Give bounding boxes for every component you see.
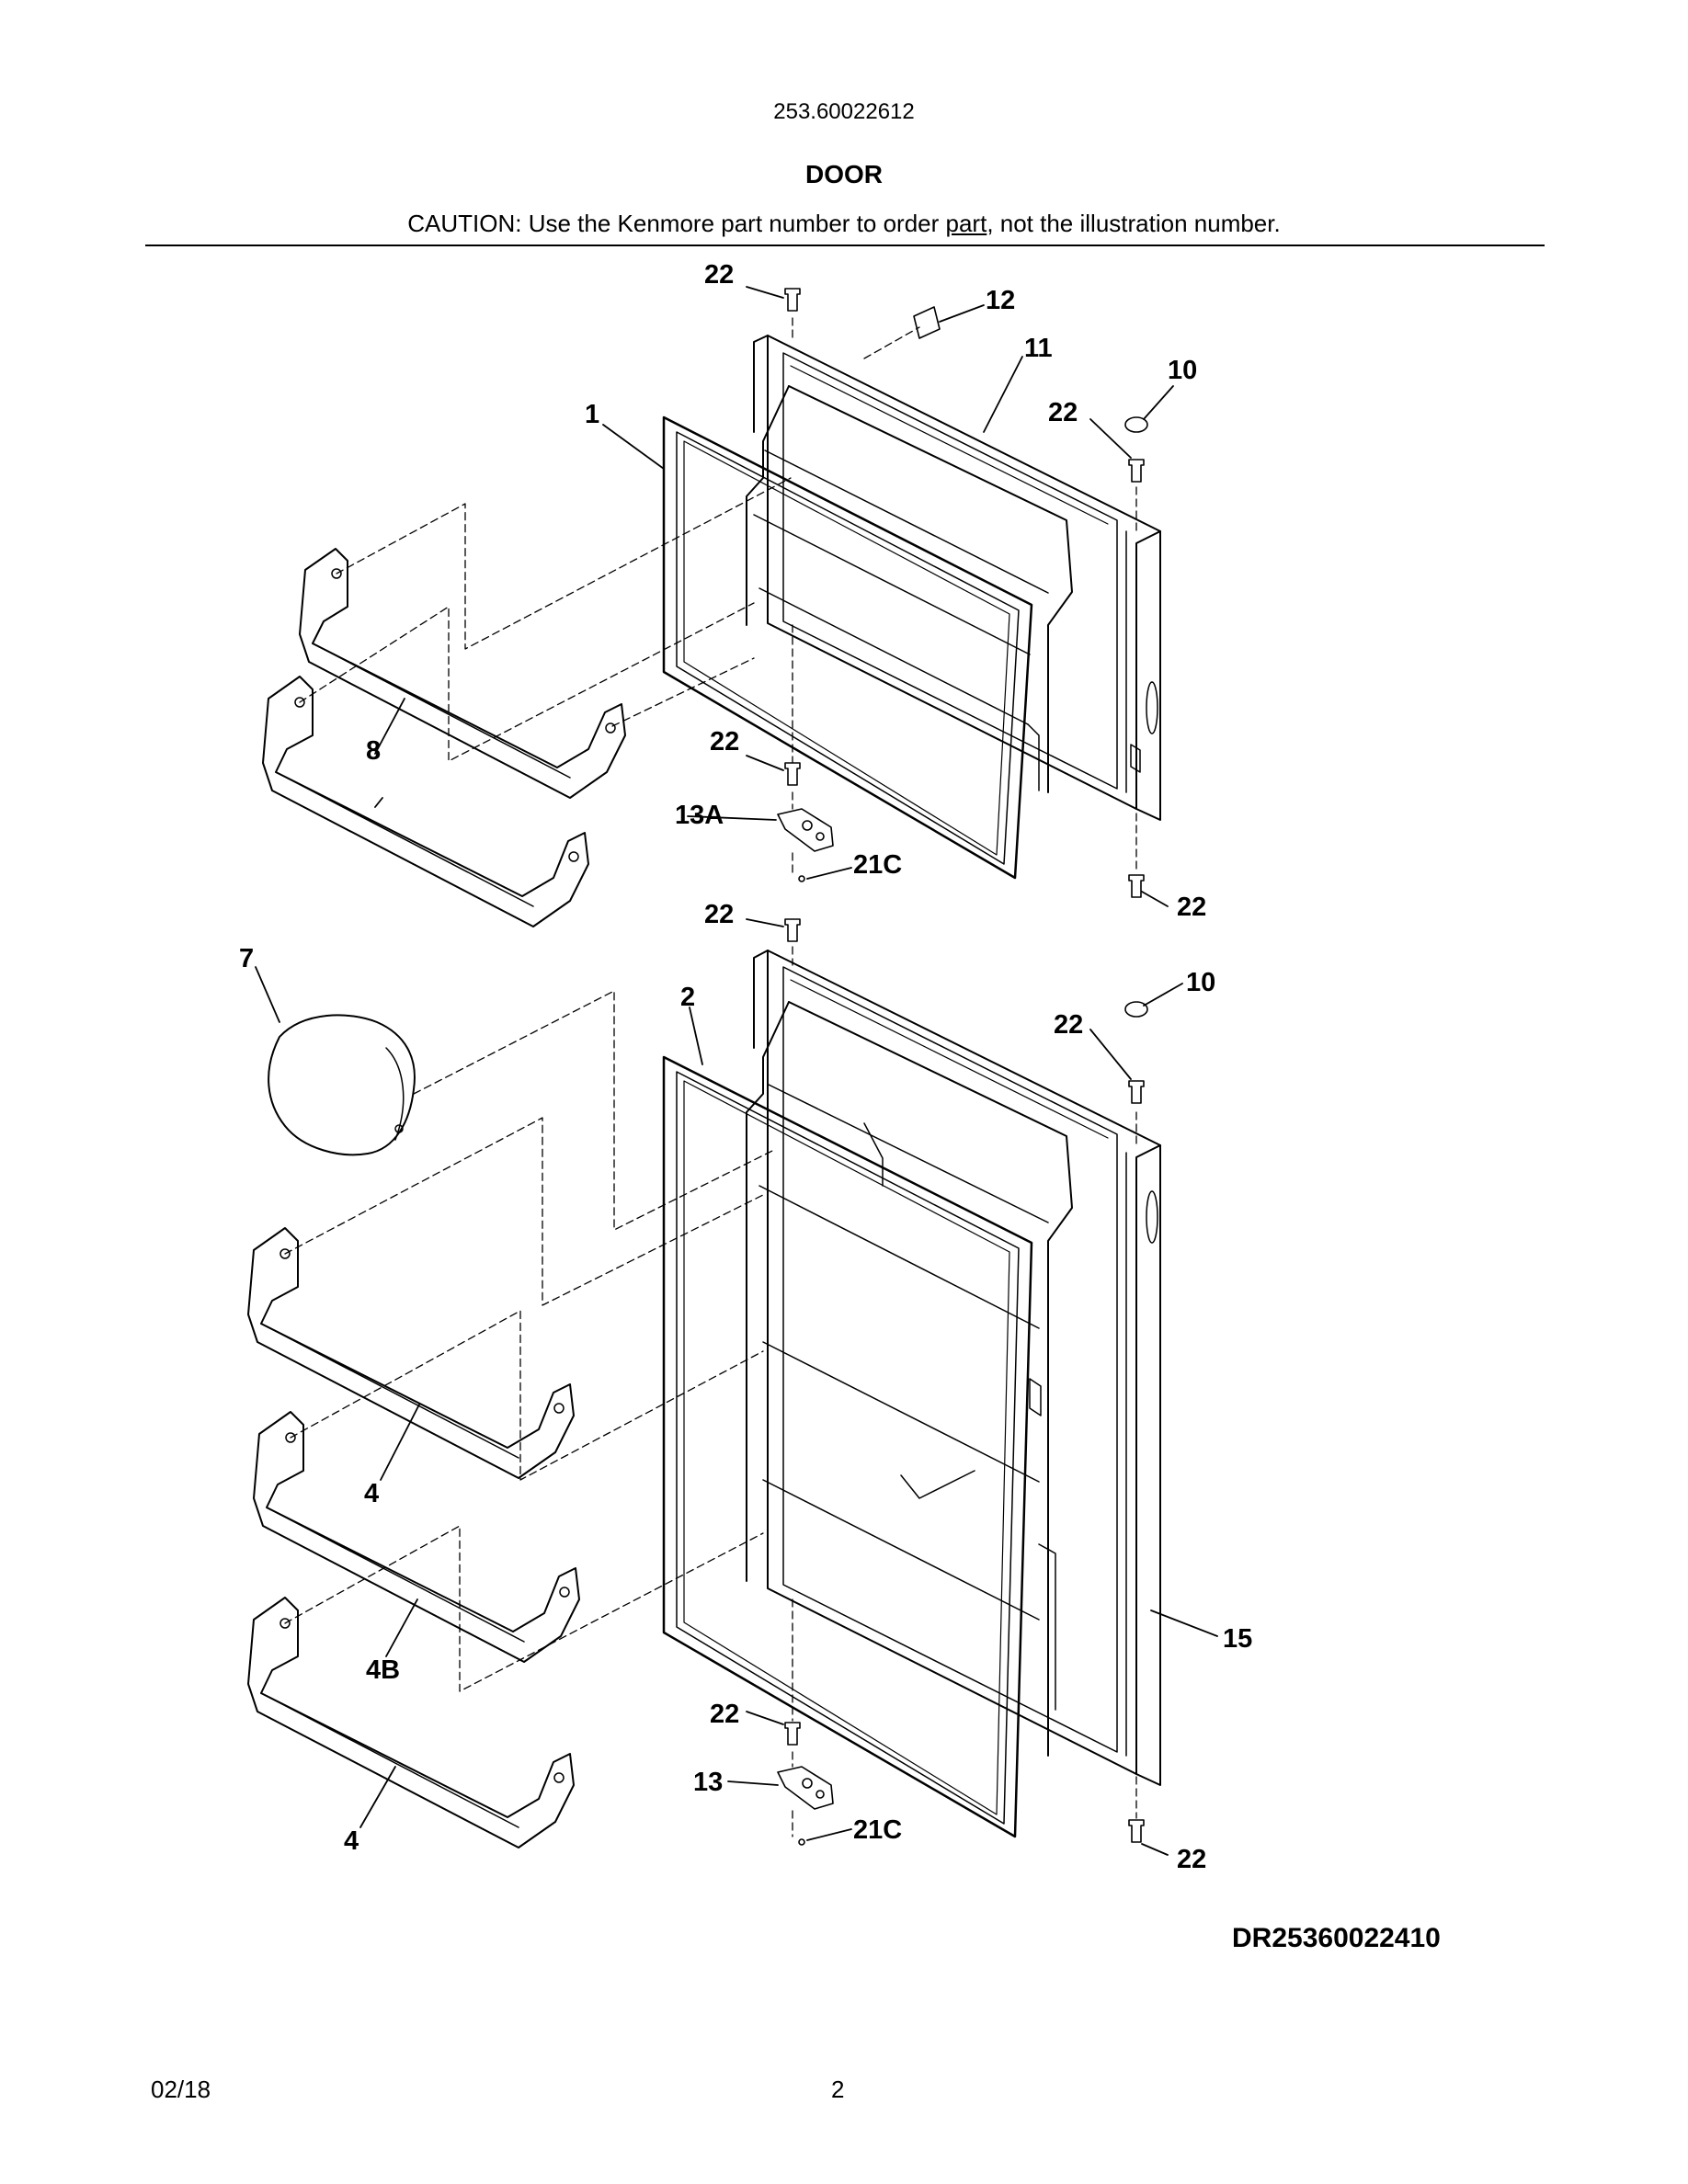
- fresh-food-door-shelf-2: [253, 1411, 580, 1663]
- callout-21C-upper: 21C: [853, 850, 902, 880]
- callout-4-lower: 4: [344, 1826, 359, 1856]
- screw-parts: [784, 288, 1145, 1843]
- fresh-food-door-shelf-1: [247, 1227, 575, 1479]
- callout-10-upper: 10: [1168, 356, 1197, 385]
- callout-22-lower-hinge: 22: [710, 1700, 739, 1729]
- callout-15: 15: [1223, 1624, 1252, 1654]
- door-hinges: [777, 808, 834, 1810]
- freezer-door-shelf-upper: [299, 548, 626, 799]
- callout-22-upper-bottom: 22: [1177, 893, 1206, 922]
- page-title: DOOR: [805, 160, 883, 188]
- callout-21C-lower: 21C: [853, 1815, 902, 1845]
- callout-2: 2: [680, 983, 695, 1012]
- callout-12: 12: [986, 286, 1015, 315]
- drawing-number: DR25360022410: [1232, 1923, 1441, 1953]
- fresh-food-door-gasket: [662, 1055, 1033, 1838]
- callout-8: 8: [366, 736, 381, 766]
- assembly-guide-lines: [284, 317, 1137, 1837]
- callout-10-lower: 10: [1186, 968, 1215, 997]
- callout-13: 13: [693, 1768, 723, 1797]
- hole-plug-caps: [1124, 416, 1148, 1018]
- callout-13A: 13A: [675, 801, 724, 830]
- door-label: [913, 306, 941, 339]
- callout-22-lower-bottom: 22: [1177, 1845, 1206, 1874]
- freezer-door-gasket: [662, 415, 1033, 880]
- callout-22-middle: 22: [704, 900, 734, 929]
- caution-text-start: CAUTION: Use the Kenmore part number to …: [407, 210, 946, 237]
- fresh-food-door-inner-liner: [746, 1001, 1127, 1757]
- caution-note: CAUTION: Use the Kenmore part number to …: [0, 210, 1688, 238]
- caution-underlined-word: part: [945, 210, 987, 237]
- callout-7: 7: [239, 944, 254, 973]
- hinge-screws: [798, 875, 805, 1846]
- callout-22-top: 22: [704, 260, 734, 290]
- freezer-door-outer-panel: [753, 335, 1161, 821]
- callout-22-lower-right: 22: [1054, 1010, 1083, 1040]
- callout-4-upper: 4: [364, 1479, 379, 1508]
- callout-22-upper-right: 22: [1048, 398, 1078, 427]
- callout-11: 11: [1024, 334, 1053, 363]
- footer-date: 02/18: [151, 2076, 211, 2103]
- callout-1: 1: [585, 400, 599, 429]
- freezer-door-shelf-lower: [262, 676, 589, 927]
- header-rule: [145, 245, 1545, 246]
- model-number: 253.60022612: [773, 99, 915, 124]
- callout-leaders: [255, 286, 1218, 1856]
- dairy-compartment-door: [268, 1014, 416, 1156]
- freezer-door-inner-liner: [746, 385, 1158, 793]
- caution-text-end: , not the illustration number.: [987, 210, 1281, 237]
- page-number: 2: [831, 2076, 845, 2103]
- fresh-food-door-shelf-3: [247, 1597, 575, 1848]
- callout-4B: 4B: [366, 1655, 400, 1685]
- callout-22-upper-hinge: 22: [710, 727, 739, 756]
